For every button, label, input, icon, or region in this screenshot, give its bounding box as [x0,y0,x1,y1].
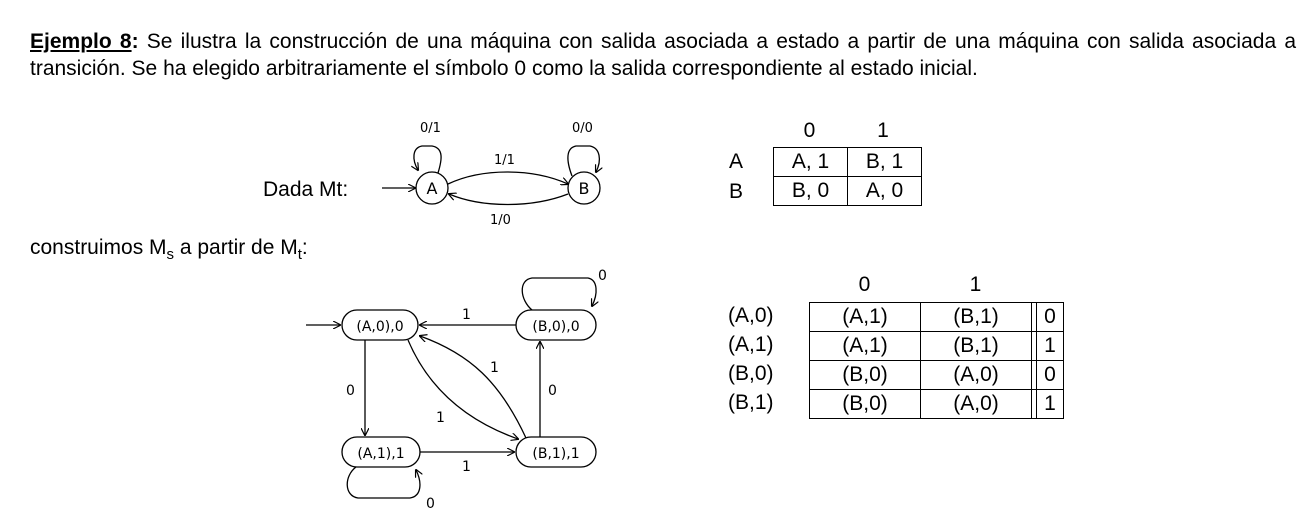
state-a1-label: (A,1),1 [357,446,404,462]
state-b0-label: (B,0),0 [532,319,579,335]
table-row: (B,0) (A,0) 1 [809,389,1064,419]
table-cell: A, 1 [773,147,848,177]
edge-a-b [447,171,568,184]
table-cell: B, 1 [847,147,922,177]
mt-row-label-b: B [729,180,744,203]
edge-b0-a0-label: 1 [462,307,471,323]
table-output-cell: 1 [1036,331,1064,361]
construimos-line: construimos Ms a partir de Mt: [30,236,308,263]
state-a0-label: (A,0),0 [356,319,403,335]
mt-row-label-a: A [729,150,744,173]
edge-b1-a0-label: 1 [490,360,499,376]
edge-a1-b1-label: 1 [462,459,471,475]
table-cell: (A,0) [920,360,1032,390]
table-output-cell: 0 [1036,302,1064,332]
table-cell: (B,0) [809,389,921,419]
ms-row-label: (B,0) [728,362,774,385]
edge-b-a-label: 1/0 [490,213,511,228]
subscript-t: t [297,246,302,264]
subscript-s: s [166,246,175,264]
table-output-cell: 0 [1036,360,1064,390]
state-b-label: B [579,179,590,198]
edge-b1-a0 [420,336,527,439]
loop-b0 [521,277,596,311]
state-a-label: A [427,179,438,198]
example-title: Ejemplo 8 [30,30,132,53]
construimos-text-2: a partir de M [174,236,298,259]
table-cell: A, 0 [847,176,922,206]
table-row: A, 1 B, 1 [773,147,922,177]
edge-a0-b1-label: 1 [436,410,445,426]
ms-row-label: (B,1) [728,391,774,414]
edge-a0-a1-label: 0 [346,383,355,399]
state-b1-label: (B,1),1 [532,446,579,462]
table-cell: (B,1) [920,331,1032,361]
intro-paragraph: Ejemplo 8: Se ilustra la construcción de… [30,28,1296,82]
table-cell: (A,0) [920,389,1032,419]
mt-col-header-0: 0 [803,119,816,142]
mt-state-diagram: A B 0/1 0/0 1/1 1/0 [382,121,622,228]
ms-col-header-0: 0 [858,273,871,296]
state-a0 [341,309,419,341]
table-cell: (B,1) [920,302,1032,332]
table-row: B, 0 A, 0 [773,176,922,206]
construimos-colon: : [301,236,308,259]
table-cell: (A,1) [809,302,921,332]
example-title-colon: : [131,30,139,53]
table-cell: B, 0 [773,176,848,206]
edge-b1-b0-label: 0 [548,383,557,399]
table-cell: (A,1) [809,331,921,361]
loop-b [567,145,599,177]
loop-b-label: 0/0 [572,121,593,136]
ms-transition-table: (A,1) (B,1) 0 (A,1) (B,1) 1 (B,0) (A,0) … [809,302,1064,419]
table-row: (A,1) (B,1) 0 [809,302,1064,332]
edge-a-b-label: 1/1 [494,153,515,168]
loop-a1-label: 0 [426,496,435,512]
table-spacer [1031,389,1037,419]
table-output-cell: 1 [1036,389,1064,419]
table-row: (A,1) (B,1) 1 [809,331,1064,361]
ms-col-header-1: 1 [969,273,982,296]
loop-a-label: 0/1 [420,121,441,136]
mt-col-header-1: 1 [877,119,889,142]
intro-text: Se ilustra la construcción de una máquin… [30,30,1296,80]
dada-mt-label: Dada Mt: [263,178,349,201]
table-row: (B,0) (A,0) 0 [809,360,1064,390]
state-b [567,171,601,205]
edge-a0-b1 [407,339,518,439]
state-a [415,171,449,205]
loop-b0-label: 0 [598,268,607,284]
ms-row-label: (A,1) [728,333,774,356]
table-cell: (B,0) [809,360,921,390]
construimos-text-1: construimos M [30,236,167,259]
loop-a [414,145,442,174]
edge-b-a [449,194,569,206]
mt-transition-table: A, 1 B, 1 B, 0 A, 0 [773,147,922,206]
ms-state-diagram: (A,0),0 (B,0),0 (A,1),1 (B,1),1 1 0 0 1 … [306,268,607,512]
loop-a1 [346,466,420,499]
state-b1 [515,436,597,468]
ms-row-label: (A,0) [728,304,774,327]
